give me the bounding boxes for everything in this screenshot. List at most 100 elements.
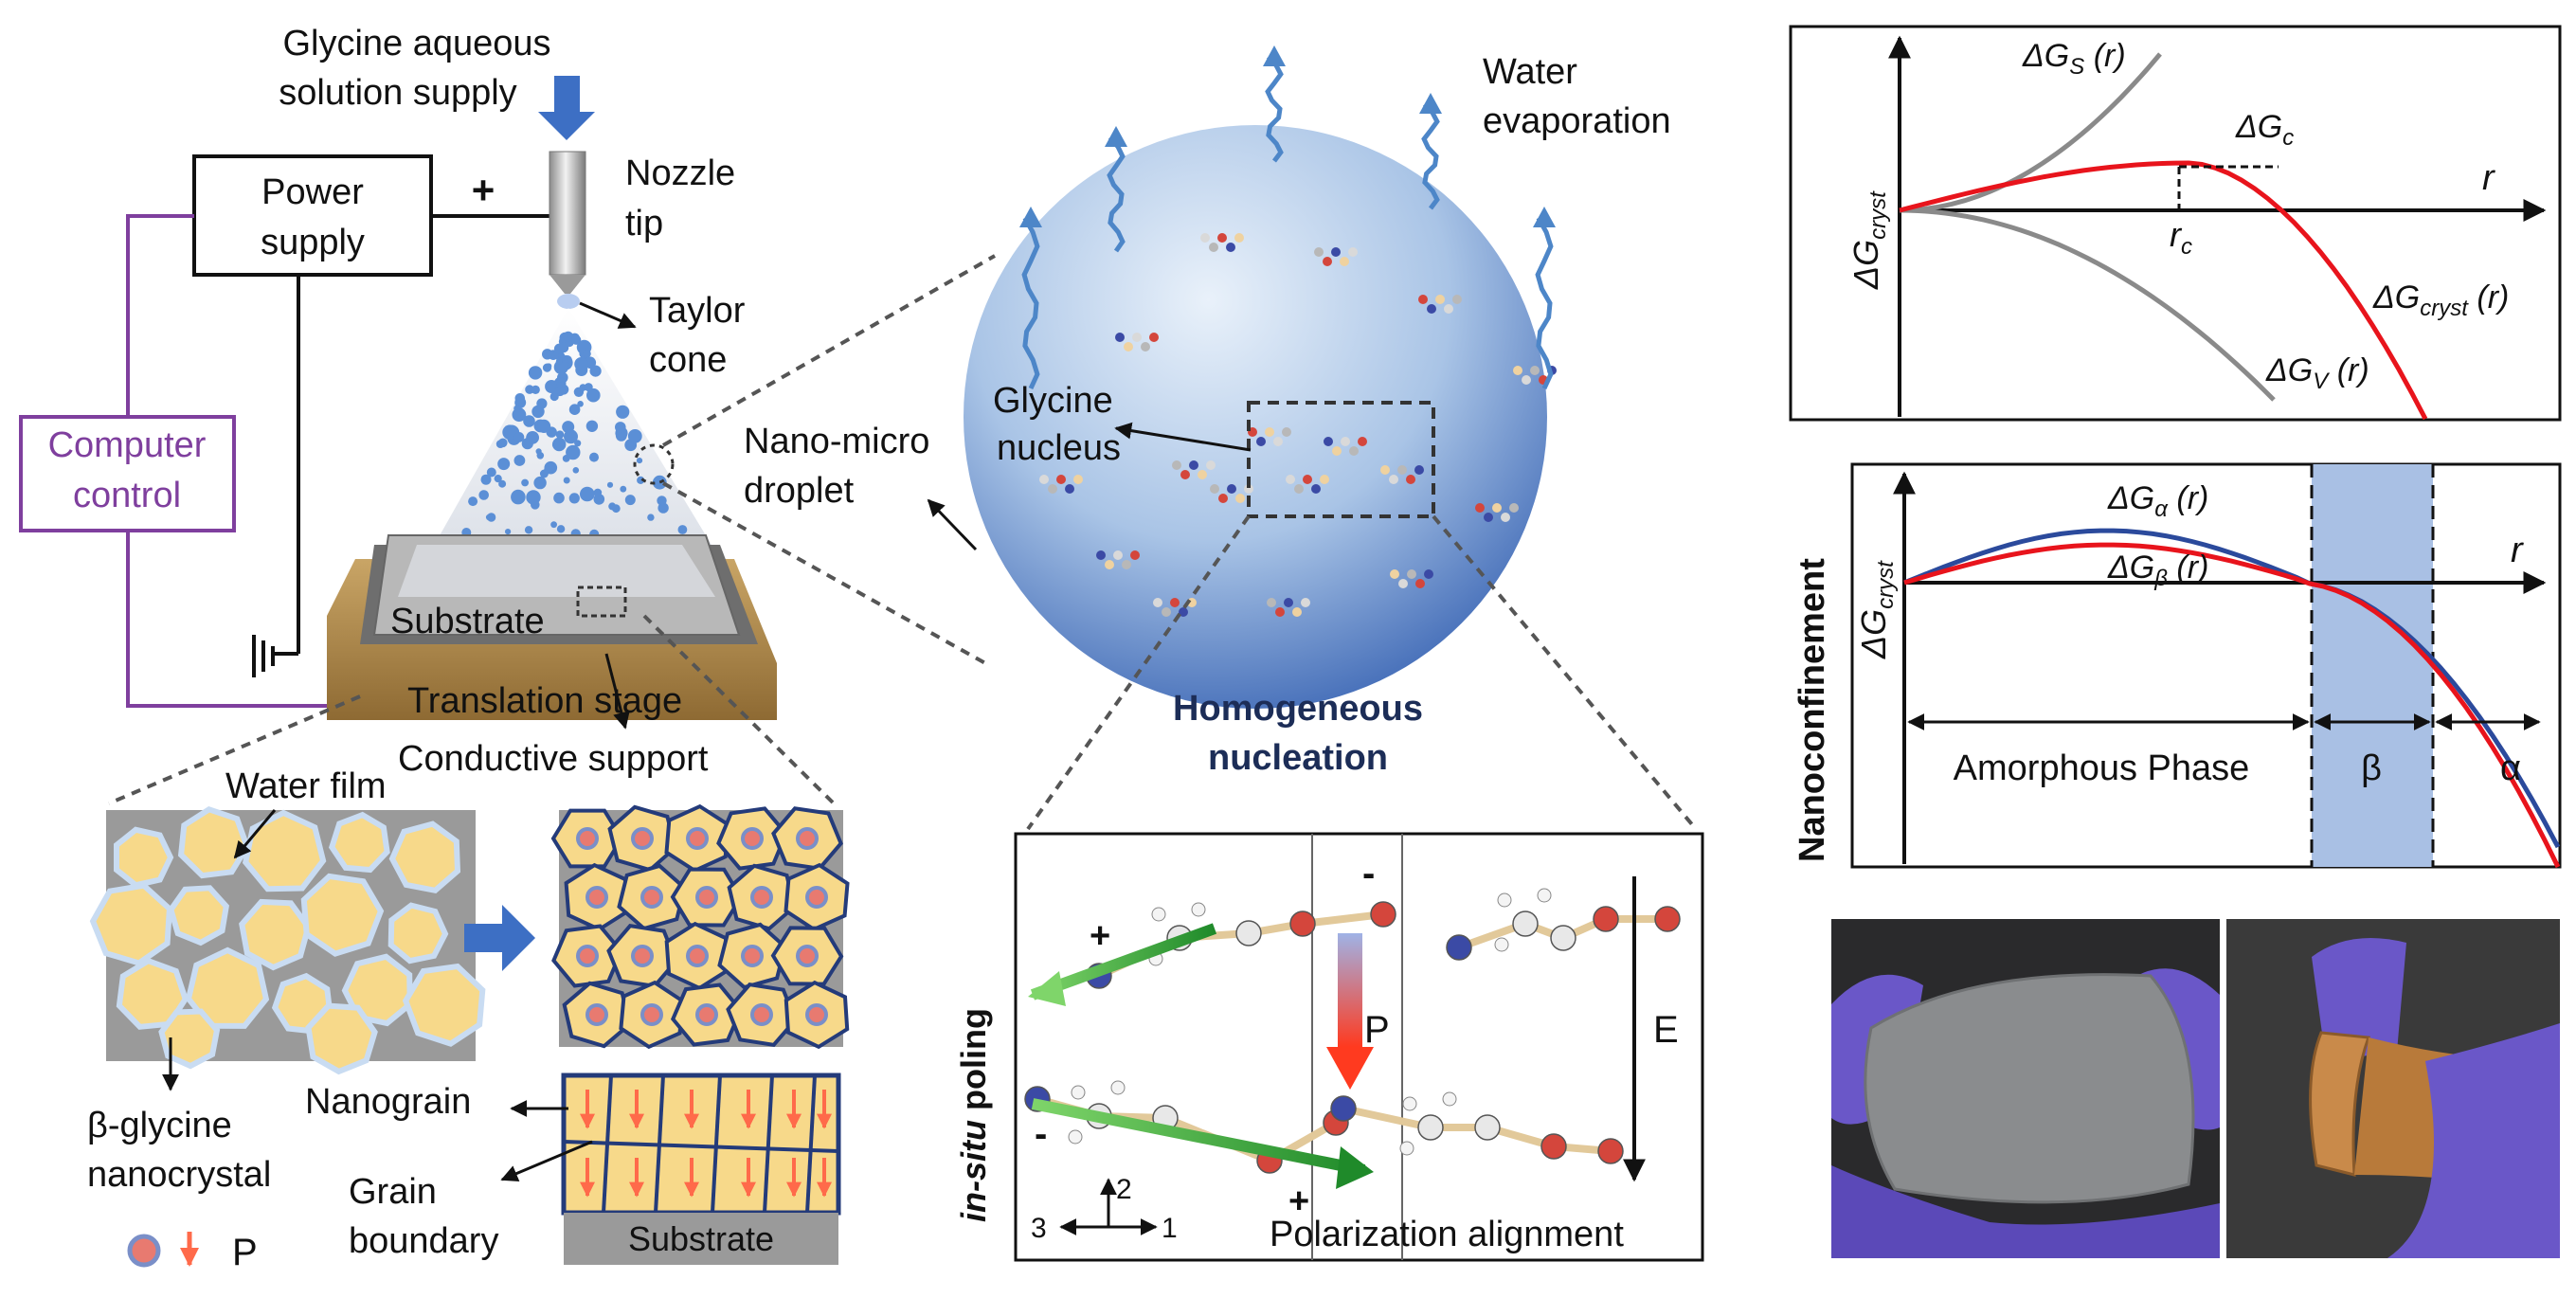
energy-y-label: ΔGcryst xyxy=(1846,190,1891,290)
beta-label-1: β-glycine xyxy=(87,1106,232,1145)
nano-plot: Nanoconfinement ΔGcryst r ΔGα (r) ΔGβ (r… xyxy=(1792,462,2562,869)
glycine-molecule-atom xyxy=(1209,243,1218,252)
nucleus-label-1: Glycine xyxy=(993,381,1113,421)
spray-droplet xyxy=(566,444,581,460)
glycine-molecule-atom xyxy=(1444,304,1453,314)
alpha-region-label: α xyxy=(2500,748,2521,788)
spray-droplet xyxy=(556,357,563,365)
curve-surface xyxy=(1899,52,2162,213)
beta-nanocrystal xyxy=(402,963,486,1047)
grain-boundary-arrow xyxy=(500,1140,593,1182)
polarization-dot xyxy=(686,945,709,967)
glycine-molecule-atom xyxy=(1332,446,1342,456)
polarization-dot xyxy=(796,945,819,967)
water-film-arrow xyxy=(233,809,277,859)
glycine-atom xyxy=(1289,910,1316,937)
glycine-molecule-atom xyxy=(1509,503,1519,513)
glycine-molecule-atom xyxy=(1501,513,1510,522)
polarization-dot xyxy=(585,1003,608,1026)
glycine-molecule-atom xyxy=(1218,494,1228,503)
glycine-molecules xyxy=(1039,233,1557,617)
supply-label-2: solution supply xyxy=(279,73,516,113)
evaporation-arrow xyxy=(1021,216,1040,390)
dgb-main: ΔG xyxy=(2107,550,2154,586)
power-label-2: supply xyxy=(261,223,365,262)
hydrogen-atom xyxy=(1494,937,1509,952)
beta-nanocrystal xyxy=(242,809,327,892)
spray-droplet xyxy=(589,365,602,377)
glove-upper xyxy=(2312,938,2406,1061)
hydrogen-atom xyxy=(1402,1096,1417,1111)
spray-droplet xyxy=(527,491,533,497)
evaporation-arrows xyxy=(1019,45,1556,390)
glycine-atom xyxy=(1330,1095,1357,1122)
spray-droplet xyxy=(616,405,630,419)
energy-y-main: ΔG xyxy=(1846,240,1885,290)
dgcryst-tail: (r) xyxy=(2468,279,2509,315)
glycine-molecule-atom xyxy=(1415,579,1425,588)
glycine-molecule-atom xyxy=(1530,366,1540,375)
glycine-molecule-atom xyxy=(1073,475,1083,484)
spray-droplet xyxy=(486,513,496,522)
p-dot-icon xyxy=(127,1234,161,1268)
poling-panel: in-situ poling + - - + P E 2 3 1 Polariz… xyxy=(954,832,1704,1262)
taylor-arrow xyxy=(579,301,637,329)
hydrogen-atom xyxy=(1068,1129,1083,1145)
glycine-molecule-atom xyxy=(1286,475,1295,484)
axis-1-label: 1 xyxy=(1162,1213,1178,1244)
spray-droplet xyxy=(537,419,551,433)
amorphous-label: Amorphous Phase xyxy=(1954,748,2250,788)
homo-label-2: nucleation xyxy=(1208,738,1388,778)
nano-y-sub: cryst xyxy=(1873,560,1899,609)
glycine-molecule-atom xyxy=(1311,484,1321,494)
glycine-molecule-atom xyxy=(1340,257,1349,266)
polarization-dot xyxy=(796,827,819,850)
glycine-molecule-atom xyxy=(1149,333,1159,342)
evaporation-arrow xyxy=(1421,102,1440,210)
spray-droplet xyxy=(536,398,548,409)
polarization-dot xyxy=(741,827,764,850)
spray-droplet xyxy=(542,363,552,372)
poling-plus-bottom: + xyxy=(1288,1181,1309,1221)
glycine-molecule-atom xyxy=(1418,295,1428,304)
beta-nanocrystal xyxy=(89,882,172,966)
polarization-dot xyxy=(695,1003,718,1026)
spray-droplet xyxy=(533,476,547,490)
grain-boundary-line xyxy=(563,1140,839,1153)
label-dgs: ΔGS (r) xyxy=(2022,38,2126,80)
nano-side-label: Nanoconfinement xyxy=(1792,558,1832,862)
glycine-molecule-atom xyxy=(1324,437,1333,446)
beta-region-label: β xyxy=(2361,748,2382,788)
polarization-dot xyxy=(750,1003,773,1026)
glycine-molecule-atom xyxy=(1275,607,1285,617)
beta-nanocrystal xyxy=(341,953,413,1027)
hydrogen-atom xyxy=(1110,1080,1126,1095)
dgs-main: ΔG xyxy=(2022,38,2069,74)
beta-nanocrystal xyxy=(388,820,461,894)
stage-label: Translation stage xyxy=(407,681,682,721)
nucleus-zoom-box xyxy=(1247,401,1435,518)
glycine-molecule-atom xyxy=(1179,607,1188,617)
grain-boundary-line xyxy=(763,1074,774,1214)
spray-droplet xyxy=(513,432,525,442)
spray-droplet xyxy=(584,383,593,392)
spray-droplet xyxy=(620,485,627,493)
glycine-molecule-atom xyxy=(1323,257,1332,266)
nano-y-label: ΔGcryst xyxy=(1854,560,1899,659)
poling-minus-top: - xyxy=(1362,853,1375,894)
spray-droplet xyxy=(468,496,478,507)
beta-nanocrystal xyxy=(114,826,174,889)
polarization-dot xyxy=(750,886,773,909)
glycine-molecule-atom xyxy=(1273,437,1283,446)
spray-droplet xyxy=(521,478,529,487)
ground-icon xyxy=(252,635,275,677)
nano-label-1: Nano-micro xyxy=(744,422,929,461)
hydrogen-atom xyxy=(1151,907,1166,922)
glycine-molecule-atom xyxy=(1484,513,1493,522)
dgs-tail: (r) xyxy=(2084,38,2125,74)
glycine-molecule-atom xyxy=(1435,295,1445,304)
spray-droplet xyxy=(498,438,508,448)
glycine-molecule-atom xyxy=(1115,333,1125,342)
glycine-molecule-atom xyxy=(1234,233,1244,243)
glycine-molecule-atom xyxy=(1341,437,1350,446)
